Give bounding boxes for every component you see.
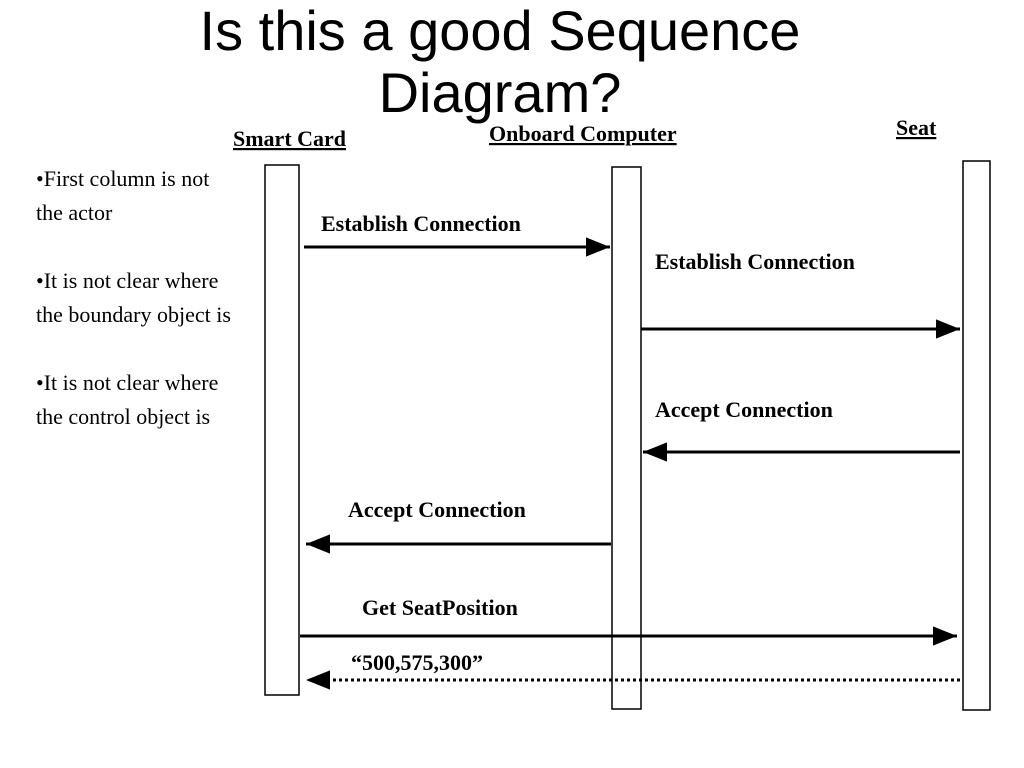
activation-bar-seat [962,160,991,711]
note-item: •It is not clear where the control objec… [36,370,219,429]
lifeline-label-smart-card: Smart Card [233,126,346,151]
activation-bar-onboard-computer [611,166,642,710]
message-label: Establish Connection [321,211,521,236]
lifeline-label-onboard-computer: Onboard Computer [489,121,677,146]
activation-bar-smart-card [264,164,300,696]
message-label: Get SeatPosition [362,595,518,620]
note-item: •First column is not the actor [36,166,210,225]
lifeline-label-seat: Seat [896,115,937,140]
title-line-2: Diagram? [378,61,622,124]
critique-notes: •First column is not the actor •It is no… [36,162,231,468]
note-item: •It is not clear where the boundary obje… [36,268,231,327]
message-label: Establish Connection [655,249,855,274]
message-label: Accept Connection [348,497,526,522]
message-label: Accept Connection [655,397,833,422]
slide-title: Is this a good Sequence Diagram? [0,0,1000,124]
return-value-label: “500,575,300” [351,650,483,675]
title-line-1: Is this a good Sequence [199,0,801,62]
